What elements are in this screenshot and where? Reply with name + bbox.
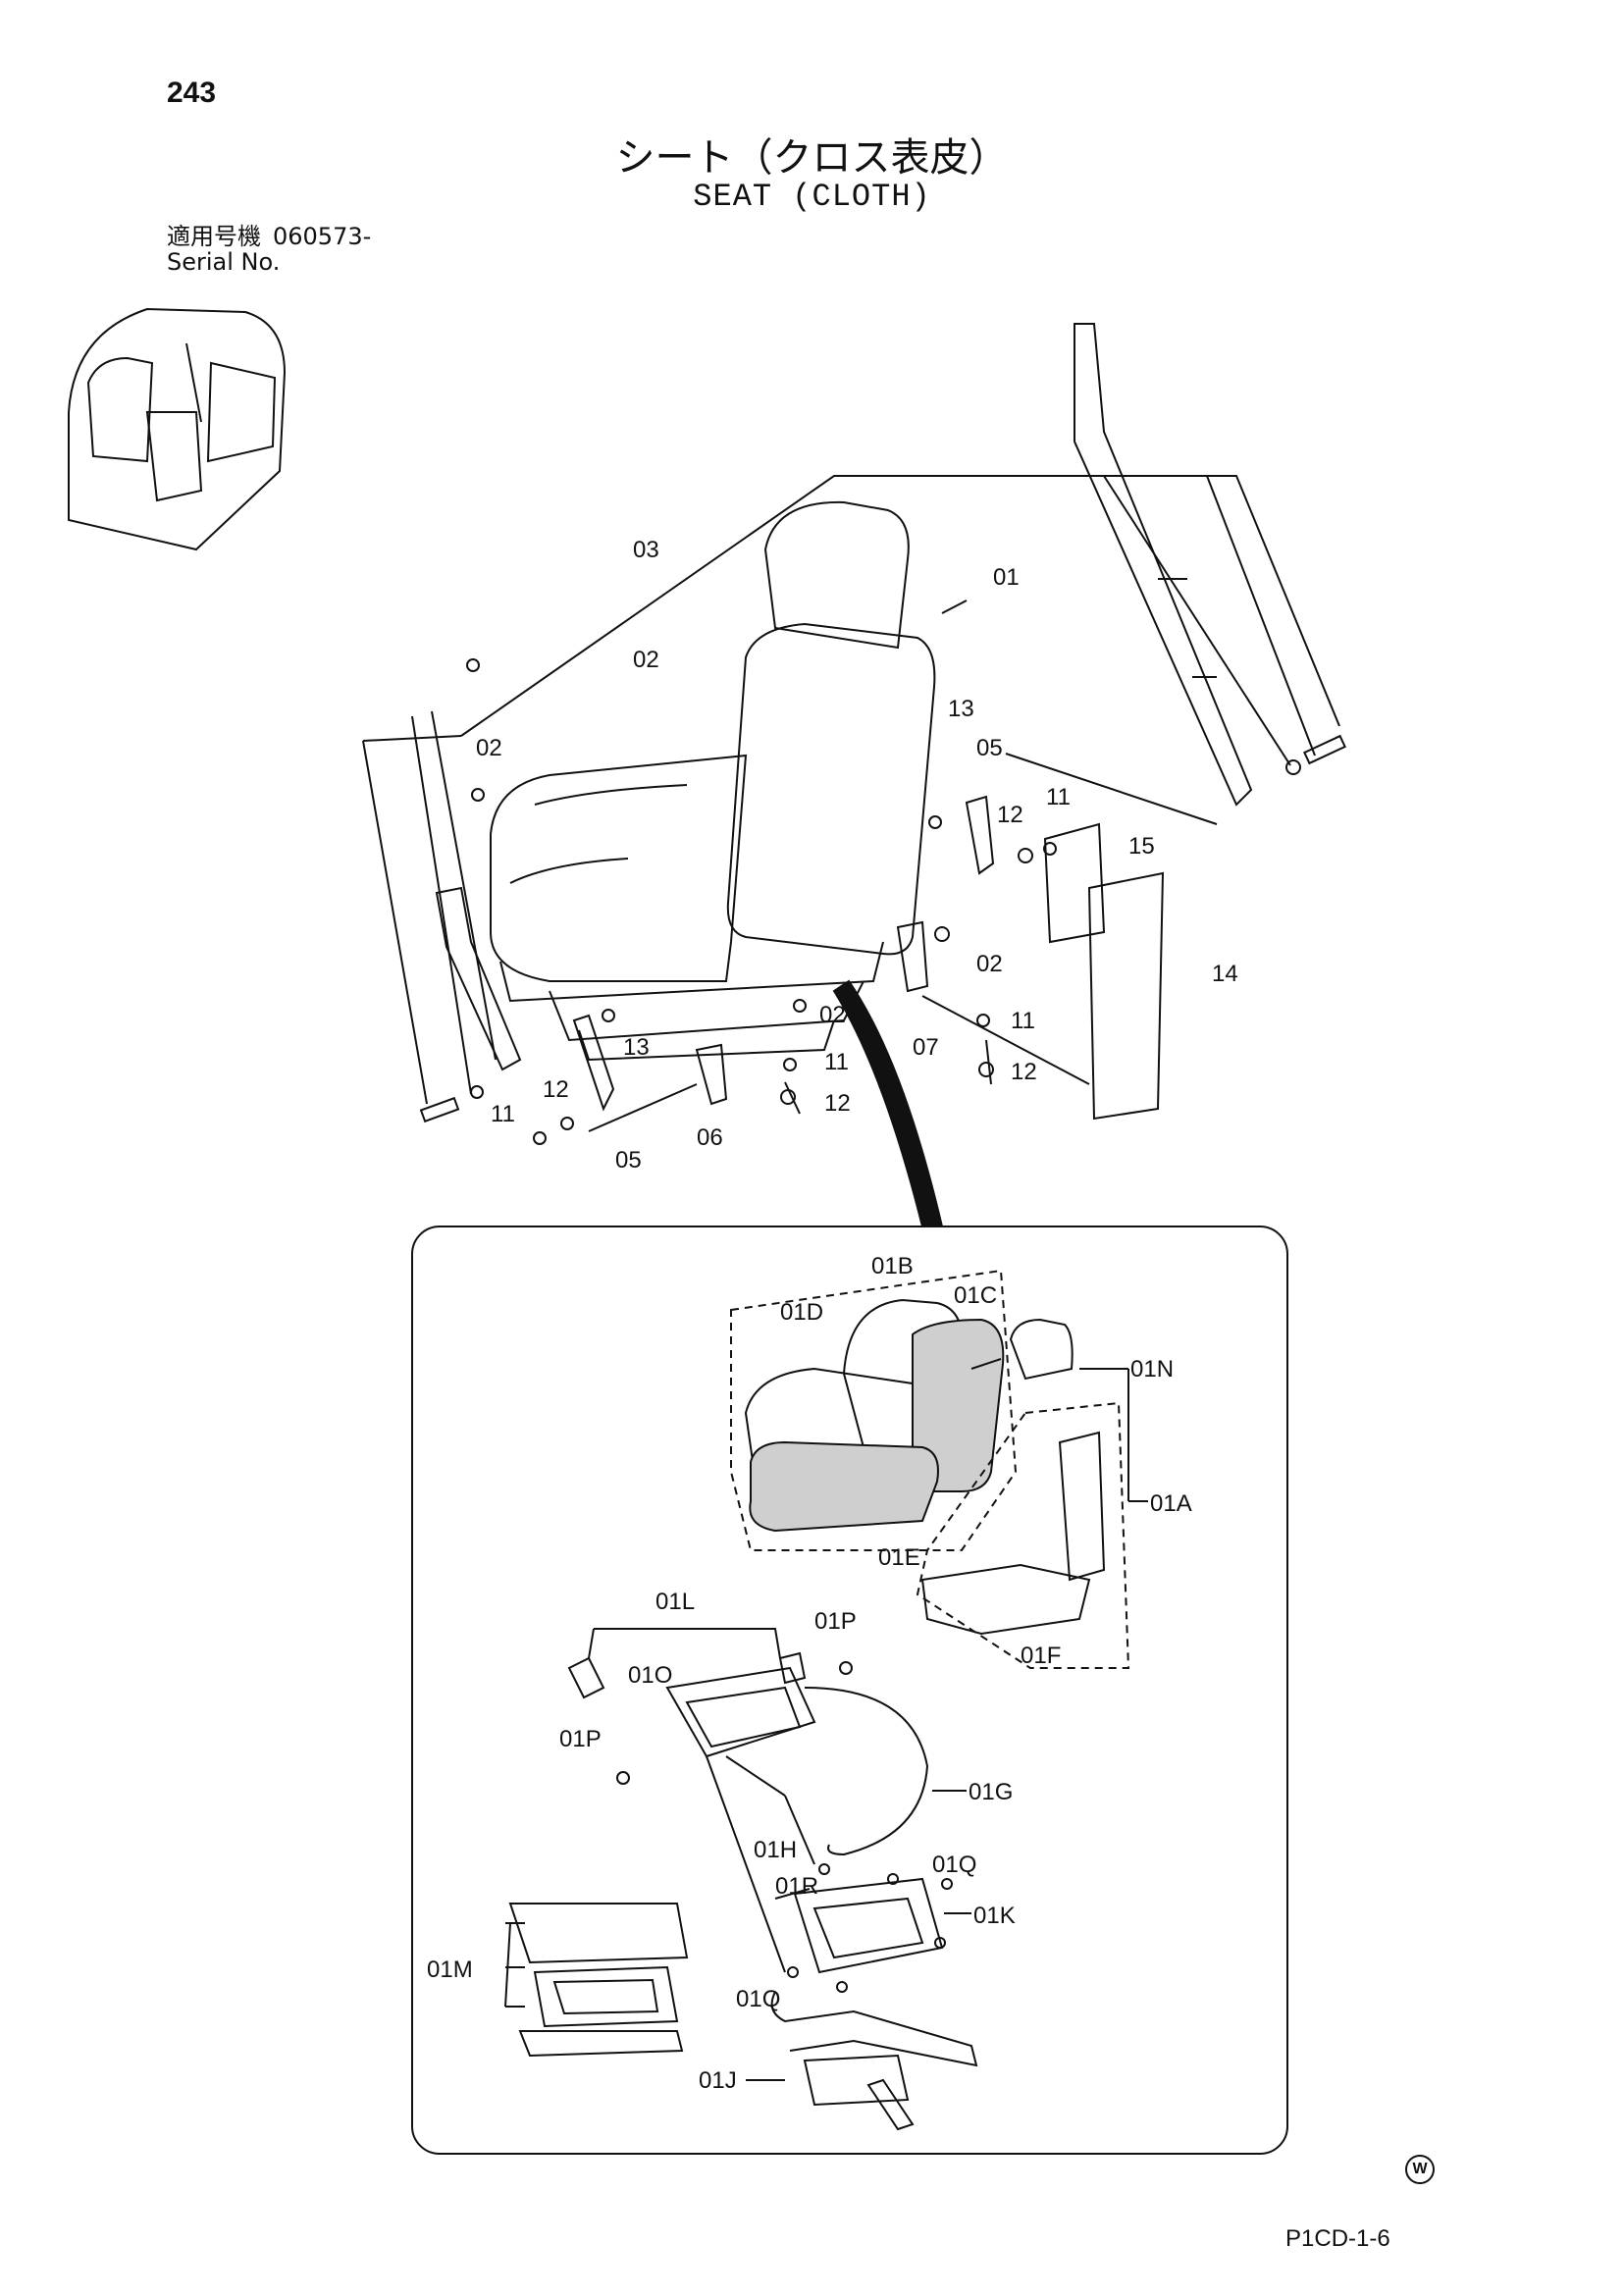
serial-block: 適用号機 060573- Serial No. [167,224,371,275]
callout-01: 01 [993,564,1020,591]
callout-02: 02 [476,735,502,761]
leader-lines-upper [362,475,1340,1132]
callout-01K: 01K [973,1903,1016,1929]
callout-01M: 01M [427,1957,473,1983]
callout-01N: 01N [1130,1356,1174,1383]
seat-belt-left [419,886,522,1123]
callout-02: 02 [633,647,659,673]
seat-assembly [490,500,936,1062]
callout-labels-detail: 01B 01D 01C 01N 01A 01E 01F 01L 01P 01O … [427,1253,1192,2094]
callout-01J: 01J [699,2067,737,2094]
title-english: SEAT (CLOTH) [693,179,931,215]
callout-11: 11 [824,1049,849,1075]
callout-07: 07 [913,1034,939,1061]
callout-01Q: 01Q [932,1852,976,1878]
callout-11: 11 [491,1101,515,1127]
callout-12: 12 [997,802,1023,828]
callout-15: 15 [1128,833,1155,860]
callout-02: 02 [976,951,1003,977]
callout-01H: 01H [754,1837,797,1863]
callout-13: 13 [948,696,974,722]
title-japanese: シート（クロス表皮） [615,135,1009,181]
callout-12: 12 [824,1090,851,1117]
callout-11: 11 [1046,784,1071,810]
callout-01L: 01L [655,1589,695,1615]
brackets [466,658,1165,1145]
callout-01F: 01F [1021,1643,1061,1669]
cab-thumbnail [68,307,287,551]
serial-label-en: Serial No. [167,248,281,276]
callout-01P: 01P [559,1726,602,1752]
serial-label-jp: 適用号機 [167,223,261,250]
callout-labels-upper: 03 01 02 02 13 05 12 11 15 14 02 02 07 1… [476,537,1238,1174]
callout-01O: 01O [628,1662,672,1689]
callout-05: 05 [615,1147,642,1174]
detail-parts [508,1269,1130,2131]
callout-01D: 01D [780,1299,823,1326]
callout-01B: 01B [871,1253,914,1279]
callout-01G: 01G [969,1779,1013,1805]
callout-01A: 01A [1150,1490,1192,1517]
callout-06: 06 [697,1124,723,1151]
callout-01E: 01E [878,1544,920,1571]
serial-value: 060573- [273,223,372,250]
callout-05: 05 [976,735,1003,761]
callout-01R: 01R [775,1873,818,1900]
callout-13: 13 [623,1034,650,1061]
callout-01Q: 01Q [736,1986,780,2012]
callout-12: 12 [1011,1059,1037,1085]
callout-14: 14 [1212,961,1238,987]
callout-11: 11 [1011,1008,1035,1034]
detail-pointer [832,979,944,1227]
seat-belt-right [1074,323,1346,807]
leader-lines-detail [504,1358,1148,2081]
callout-03: 03 [633,537,659,563]
callout-01C: 01C [954,1282,997,1309]
callout-01P: 01P [814,1608,857,1635]
page-number: 243 [167,77,217,109]
figure-code: P1CD-1-6 [1285,2225,1390,2252]
callout-02: 02 [819,1002,846,1028]
callout-12: 12 [543,1076,569,1103]
detail-inset-box [411,1226,1288,2155]
w-mark-icon: W [1405,2155,1435,2184]
